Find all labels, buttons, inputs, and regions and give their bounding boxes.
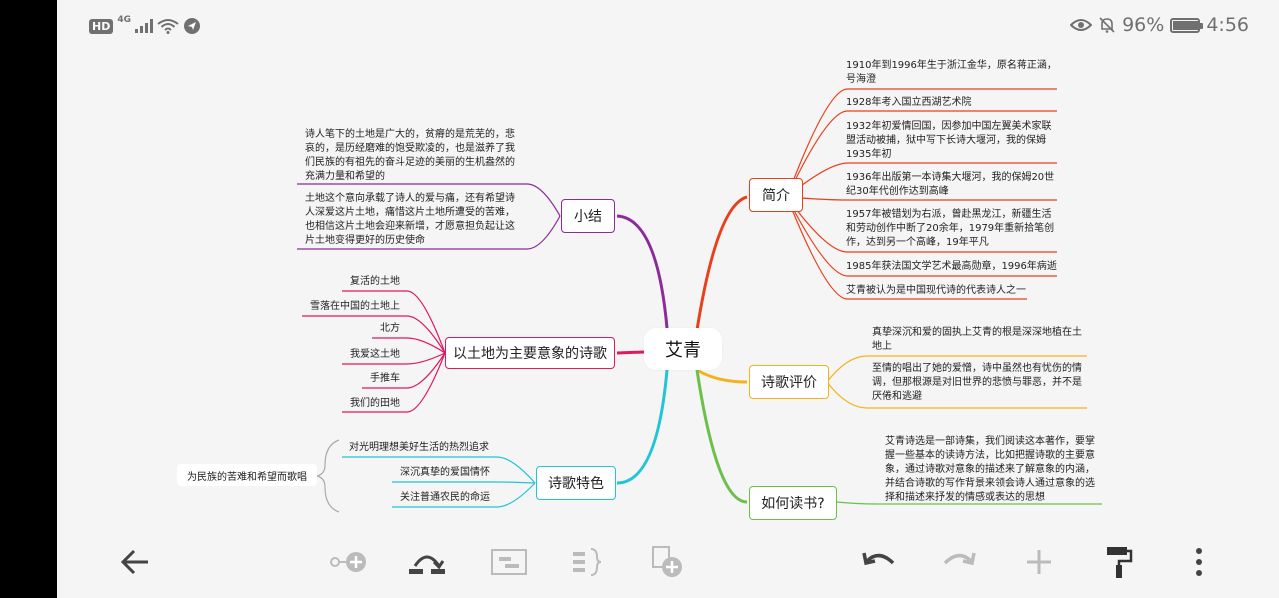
features-summary-label[interactable]: 为民族的苦难和希望而歌唱 [177,464,317,486]
branch-summary[interactable]: 小结 [561,199,615,233]
undo-icon [862,552,895,566]
add-sibling-button[interactable] [329,542,369,582]
battery-icon [1170,17,1204,33]
review-item-2[interactable]: 至情的唱出了她的爱憎，诗中虽然也有忧伤的情调，但那根源是对旧世界的悲愤与罪恶，并… [872,363,1082,402]
redo-button[interactable] [939,542,979,582]
attach-button[interactable] [647,542,687,582]
paint-roller-icon [1107,547,1133,578]
bottom-toolbar [57,530,1279,598]
intro-item-4[interactable]: 1936年出版第一本诗集大堰河，我的保姆20世纪30年代创作达到高峰 [846,172,1055,197]
howto-item-1[interactable]: 艾青诗选是一部诗集，我们阅读这本著作，要掌握一些基本的读诗方法，比如把握诗歌的主… [885,436,1095,503]
app-screen: HD 4G 96% 4:56 [57,0,1279,598]
add-button[interactable] [1019,542,1059,582]
add-node-icon [330,552,366,572]
format-button[interactable] [1099,542,1139,582]
intro-item-6[interactable]: 1985年获法国文学艺术最高勋章，1996年病逝 [846,261,1057,272]
land-item-5[interactable]: 手推车 [370,373,400,384]
plus-icon [1027,550,1051,574]
land-item-6[interactable]: 我们的田地 [350,398,400,409]
battery-percent: 96% [1122,14,1165,36]
features-item-3[interactable]: 关注普通农民的命运 [400,492,490,503]
outline-button[interactable] [489,542,529,582]
intro-item-2[interactable]: 1928年考入国立西湖艺术院 [846,97,972,108]
eye-comfort-icon [1070,19,1093,31]
summary-item-1[interactable]: 诗人笔下的土地是广大的，贫瘠的是荒芜的，悲哀的，是历经磨难的饱受欺凌的，也是滋养… [305,129,515,182]
relation-button[interactable] [407,542,447,582]
branch-howto[interactable]: 如何读书? [749,486,837,520]
status-bar: HD 4G 96% 4:56 [57,0,1279,58]
intro-item-7[interactable]: 艾青被认为是中国现代诗的代表诗人之一 [846,285,1026,296]
signal-icon [135,19,153,33]
branch-review[interactable]: 诗歌评价 [749,365,829,399]
land-item-1[interactable]: 复活的土地 [350,276,400,287]
intro-item-5[interactable]: 1957年被错划为右派，曾赴黑龙江，新疆生活和劳动创作中断了20余年，1979年… [846,209,1055,248]
outline-icon [491,549,527,575]
branch-features[interactable]: 诗歌特色 [536,466,616,500]
clock: 4:56 [1206,14,1249,36]
branch-intro[interactable]: 简介 [749,178,803,212]
features-item-1[interactable]: 对光明理想美好生活的热烈追求 [349,442,489,453]
location-icon [184,18,200,34]
land-item-3[interactable]: 北方 [380,323,400,334]
undo-button[interactable] [859,542,899,582]
intro-item-3[interactable]: 1932年初爱情回国，因参加中国左翼美术家联盟活动被捕，狱中写下长诗大堰河，我的… [846,121,1052,160]
add-attachment-icon [652,546,682,577]
mute-bell-icon [1099,17,1115,33]
mind-map-canvas[interactable]: 艾青 简介 1910年到1996年生于浙江金华，原名蒋正涵，号海澄 1928年考… [57,0,1279,530]
connector-lines [297,88,1102,513]
root-node[interactable]: 艾青 [644,328,722,370]
back-button[interactable] [115,542,155,582]
more-vertical-icon [1196,548,1202,576]
review-item-1[interactable]: 真挚深沉和爱的固执上艾青的根是深深地植在土地上 [872,327,1082,352]
arrow-left-icon [120,549,148,575]
intro-item-1[interactable]: 1910年到1996年生于浙江金华，原名蒋正涵，号海澄 [846,60,1057,85]
features-item-2[interactable]: 深沉真挚的爱国情怀 [400,467,490,478]
summary-button[interactable] [567,542,607,582]
relationship-icon [409,555,445,574]
hd-badge: HD [89,18,114,34]
branch-land-poems[interactable]: 以土地为主要意象的诗歌 [445,337,615,369]
redo-icon [943,552,976,566]
land-item-2[interactable]: 雪落在中国的土地上 [310,301,400,312]
more-button[interactable] [1179,542,1219,582]
summary-item-2[interactable]: 土地这个意向承载了诗人的爱与痛，还有希望诗人深爱这片土地，痛惜这片土地所遭受的苦… [305,193,515,246]
land-item-4[interactable]: 我爱这土地 [350,349,400,360]
summary-brace-icon [573,548,602,576]
wifi-icon [157,19,179,34]
network-type: 4G [117,15,131,25]
